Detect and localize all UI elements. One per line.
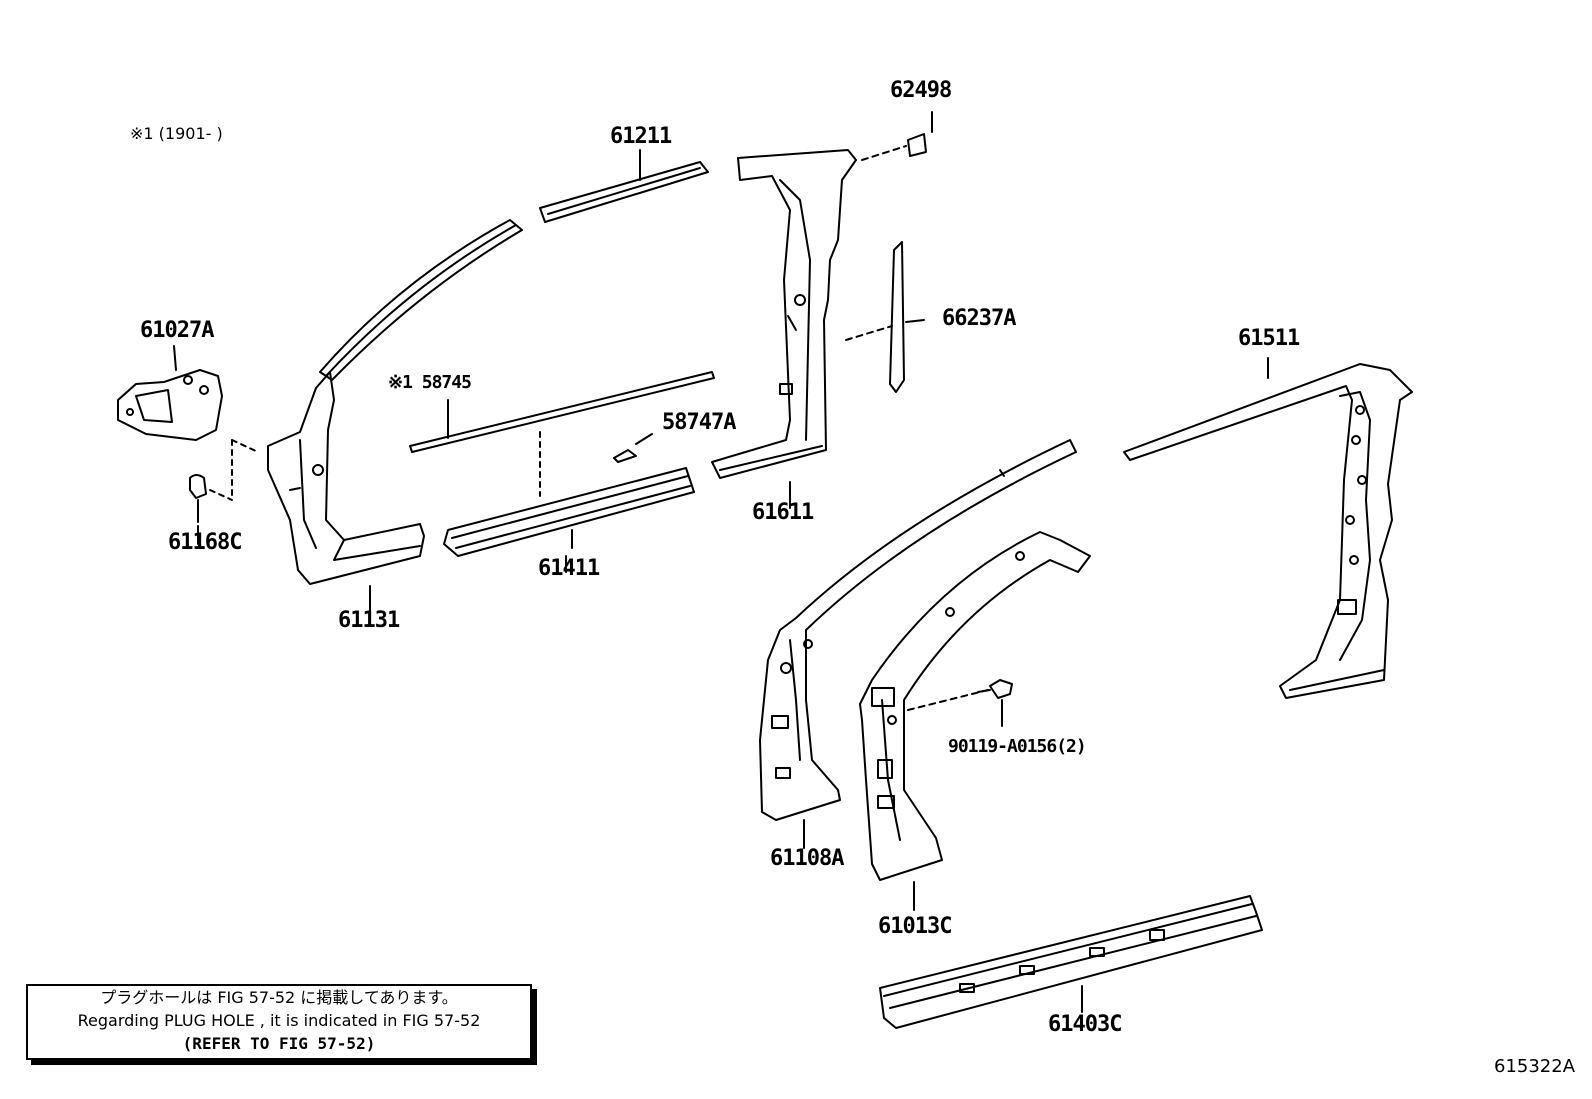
part-61013c-pillar-inner: [859, 531, 1091, 881]
label-61511: 61511: [1238, 326, 1300, 351]
label-58747a: 58747A: [662, 410, 736, 435]
part-61511-center-pillar-right: [1123, 363, 1413, 699]
label-61131: 61131: [338, 608, 400, 633]
part-61411-rocker: [443, 467, 695, 557]
part-90119-bolt: [977, 679, 1013, 727]
figure-id: 615322A: [1494, 1056, 1576, 1077]
label-61108a: 61108A: [770, 846, 844, 871]
label-61168c: 61168C: [168, 530, 242, 555]
part-61168c-clip: [189, 474, 233, 523]
label-61027a: 61027A: [140, 318, 214, 343]
note-japanese: プラグホールは FIG 57-52 に掲載してあります。: [100, 988, 458, 1007]
part-61403c-side-sill: [879, 895, 1263, 1029]
part-61611-center-pillar: [711, 149, 857, 479]
reference-note-box: プラグホールは FIG 57-52 に掲載してあります。 Regarding P…: [26, 984, 532, 1060]
label-66237a: 66237A: [942, 306, 1016, 331]
label-90119: 90119-A0156(2): [948, 736, 1087, 757]
label-61611: 61611: [752, 500, 814, 525]
part-61211-roof-rail: [319, 161, 709, 381]
label-61411: 61411: [538, 556, 600, 581]
part-61108a-reinforcement: [759, 439, 1077, 821]
label-58745: ※1 58745: [388, 372, 472, 393]
note-english: Regarding PLUG HOLE , it is indicated in…: [77, 1011, 481, 1030]
part-66237a-weatherstrip: [845, 241, 925, 393]
leader-lines: [173, 111, 1269, 1013]
part-61027a-bracket: [117, 369, 259, 497]
label-61211: 61211: [610, 124, 672, 149]
label-61403c: 61403C: [1048, 1012, 1122, 1037]
note-refer: (REFER TO FIG 57-52): [182, 1034, 376, 1053]
part-61131-front-pillar: [267, 371, 425, 585]
part-58747a: [613, 433, 653, 463]
header-note: ※1 (1901- ): [130, 124, 223, 143]
part-62498: [861, 133, 927, 161]
label-61013c: 61013C: [878, 914, 952, 939]
label-62498: 62498: [890, 78, 952, 103]
part-58745-molding: [409, 371, 715, 497]
